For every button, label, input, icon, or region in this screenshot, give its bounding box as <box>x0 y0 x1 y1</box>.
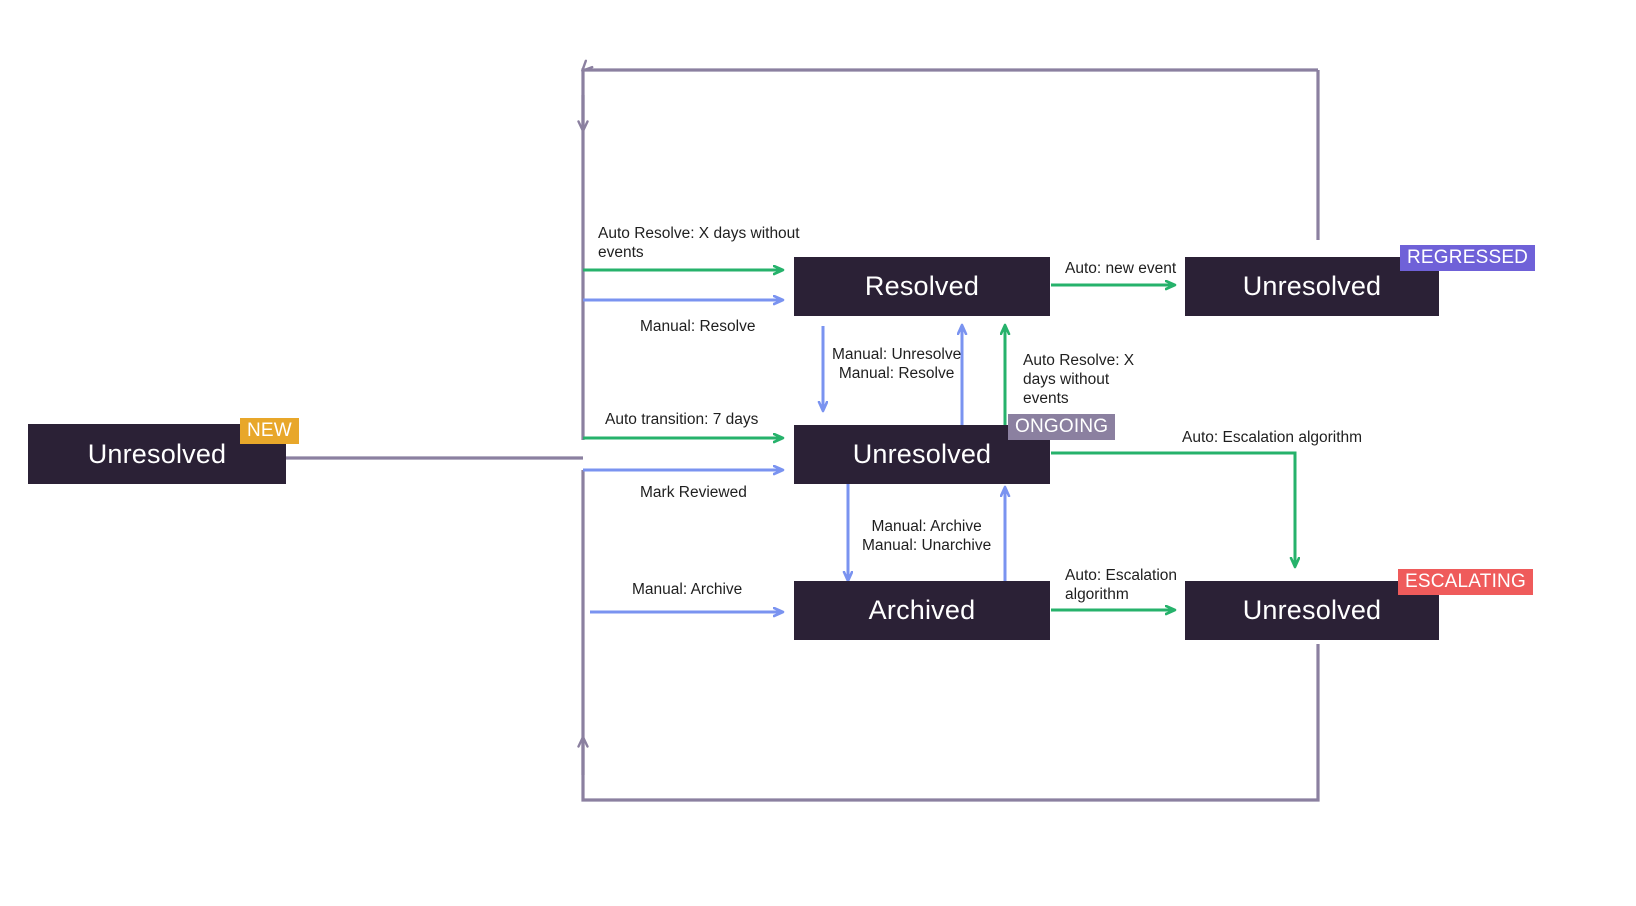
edge-label-auto-resolve-days-up: Auto Resolve: X days without events <box>1023 352 1135 407</box>
edge-label-auto-transition-7days: Auto transition: 7 days <box>605 411 759 428</box>
status-badge-new: NEW <box>240 418 299 444</box>
edge-label-manual-archive-unarchive: Manual: Archive Manual: Unarchive <box>862 518 992 554</box>
edge-label-manual-unresolve-resolve: Manual: Unresolve Manual: Resolve <box>832 346 962 382</box>
node-label: Unresolved <box>87 438 227 469</box>
edge-label-manual-archive: Manual: Archive <box>632 581 743 598</box>
edge-label-auto-escalation-bottom: Auto: Escalation algorithm <box>1065 567 1178 603</box>
edge-regressed-return-top <box>577 59 1320 440</box>
node-label: Unresolved <box>1242 271 1382 301</box>
edge-escalating-return-bottom <box>577 470 1320 802</box>
edge-label-mark-reviewed: Mark Reviewed <box>640 484 747 501</box>
status-badge-regressed: REGRESSED <box>1400 245 1536 271</box>
node-regressed-unresolved[interactable]: Unresolved <box>1185 257 1439 316</box>
node-label: Unresolved <box>852 439 992 469</box>
edge-label-auto-new-event: Auto: new event <box>1065 260 1177 277</box>
node-label: Unresolved <box>1242 595 1382 625</box>
edge-label-auto-resolve-days: Auto Resolve: X days without events <box>598 225 800 261</box>
edge-auto-escalation-top <box>1051 451 1295 566</box>
edge-label-auto-escalation-top: Auto: Escalation algorithm <box>1182 429 1363 446</box>
node-label: Archived <box>868 595 976 625</box>
status-badge-escalating: ESCALATING <box>1398 569 1533 595</box>
node-ongoing-unresolved[interactable]: Unresolved <box>794 425 1050 484</box>
status-badge-ongoing: ONGOING <box>1008 414 1116 440</box>
node-escalating-unresolved[interactable]: Unresolved <box>1185 581 1439 640</box>
node-label: Resolved <box>864 271 980 301</box>
edge-label-manual-resolve: Manual: Resolve <box>640 318 756 335</box>
node-archived[interactable]: Archived <box>794 581 1050 640</box>
node-resolved[interactable]: Resolved <box>794 257 1050 316</box>
